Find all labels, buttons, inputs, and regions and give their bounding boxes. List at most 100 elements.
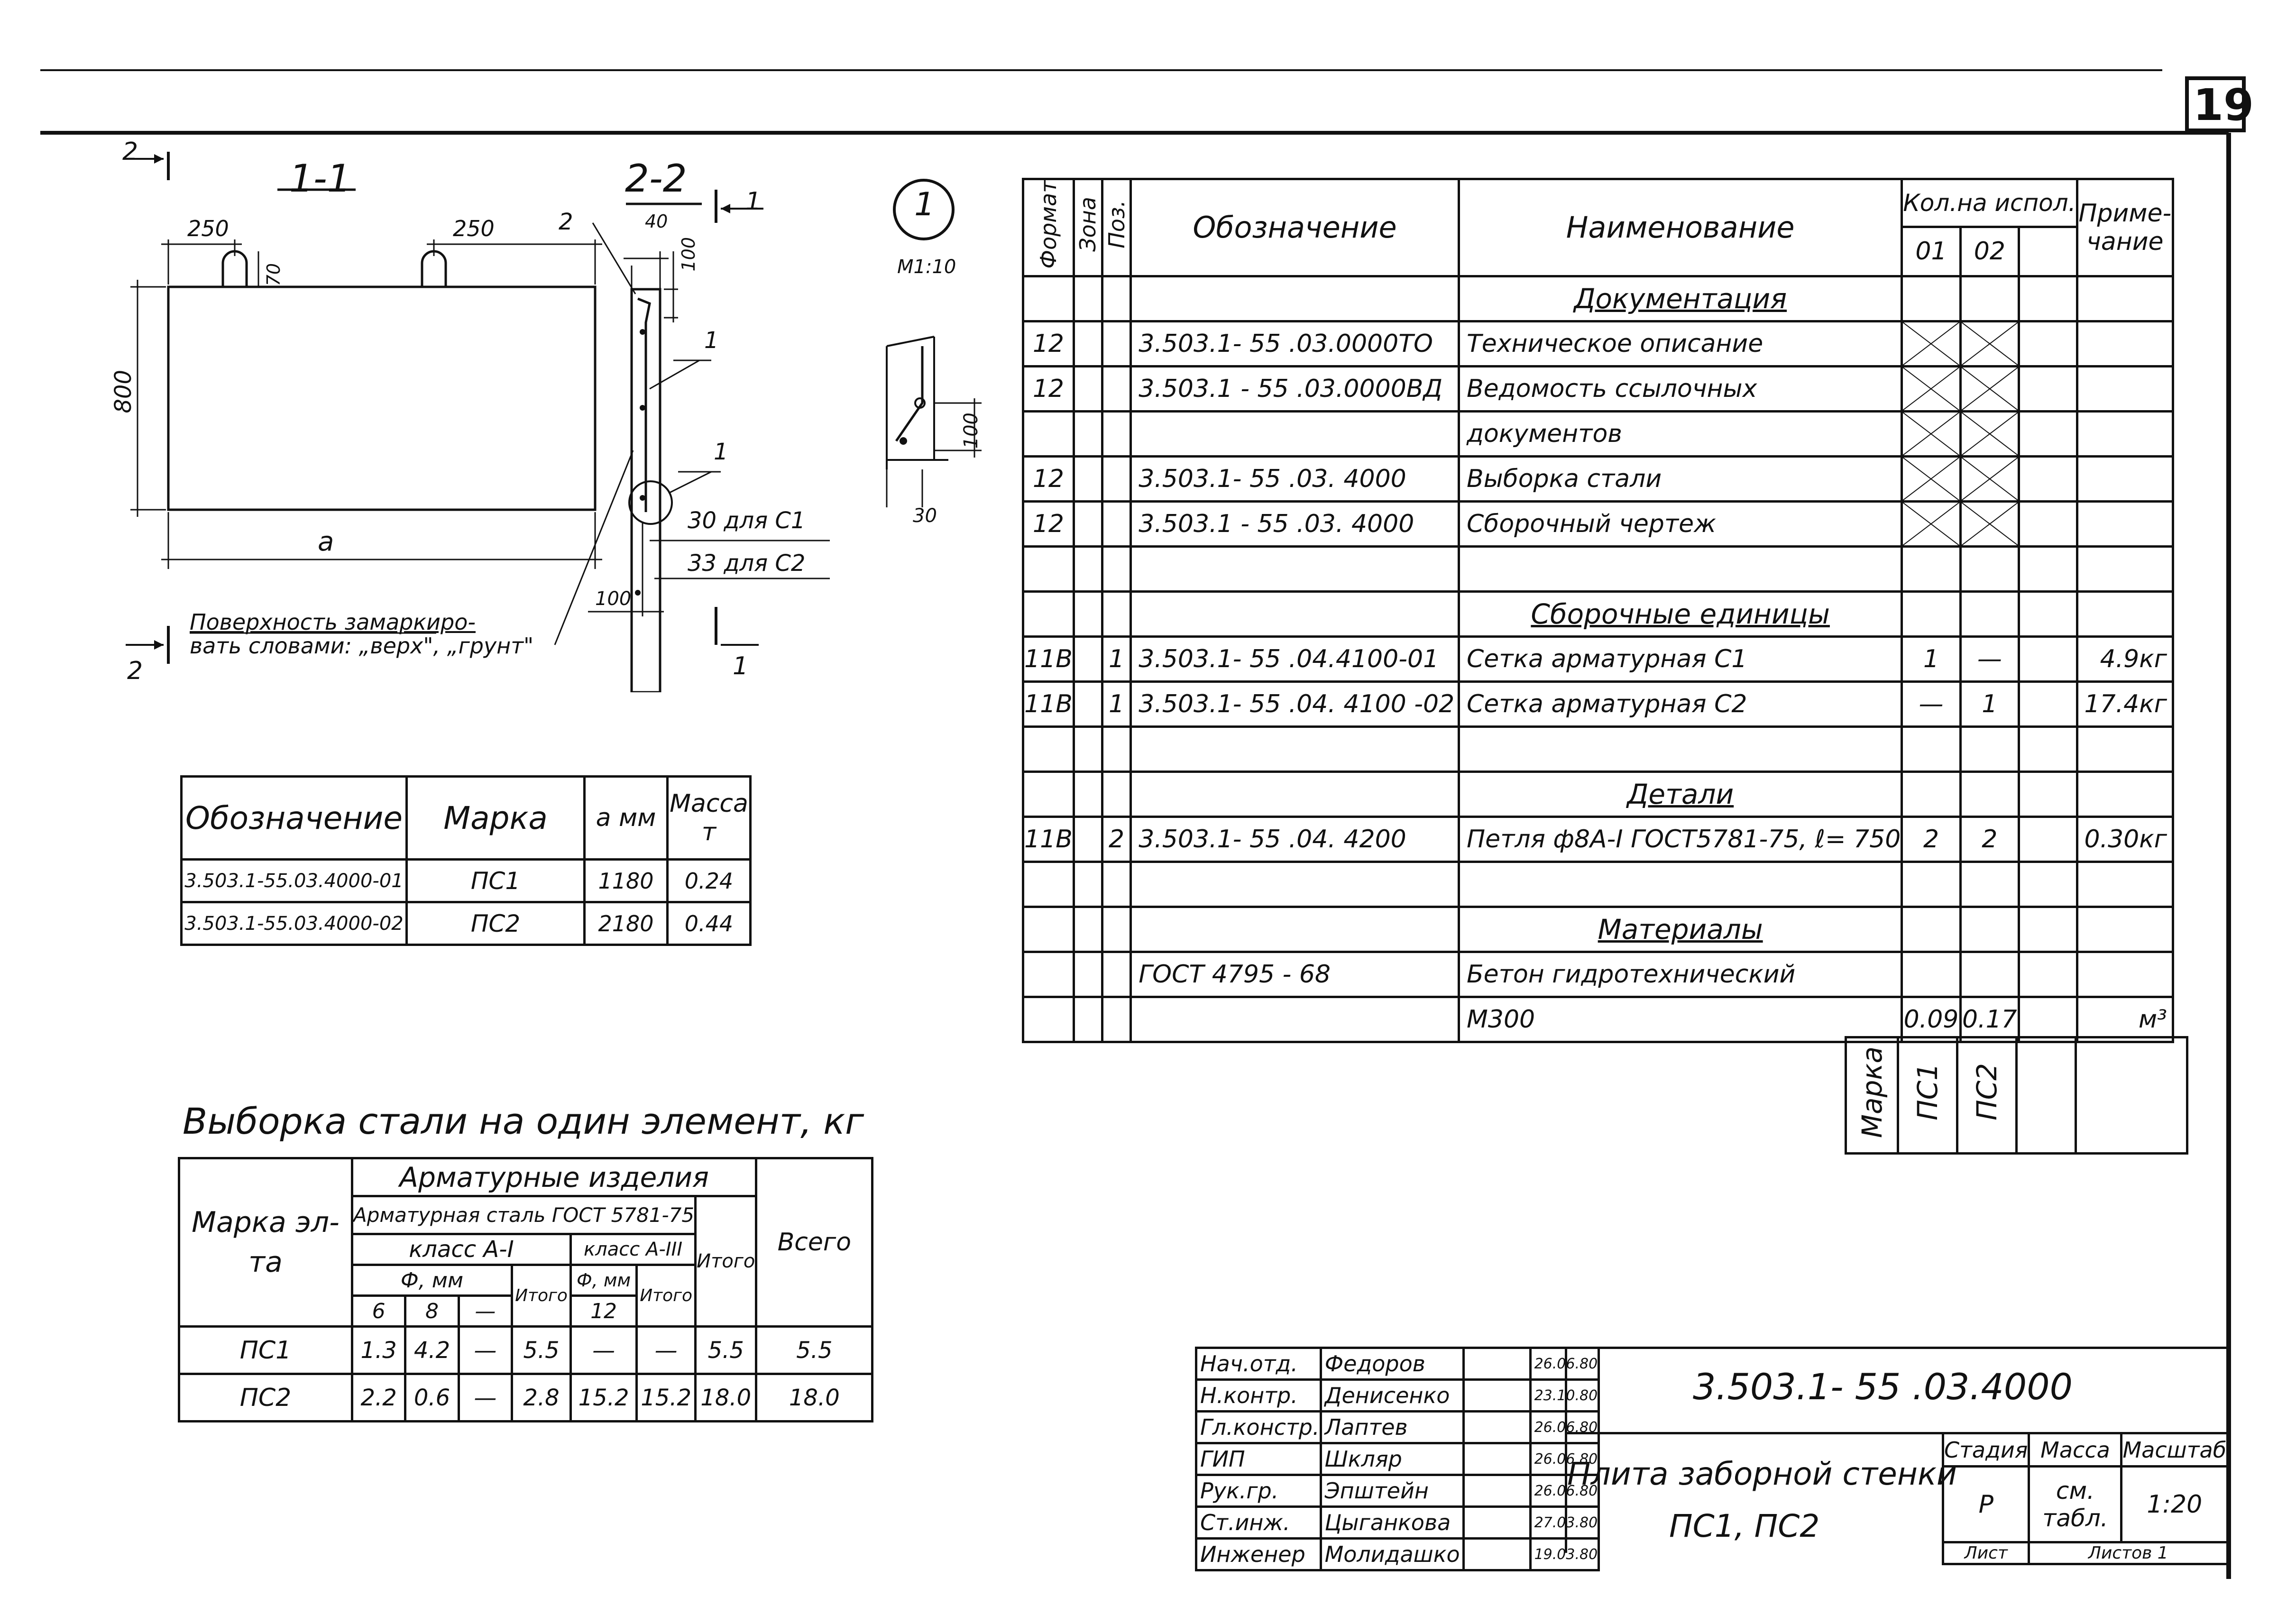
spec-qty-1: 2 (1901, 815, 1962, 863)
spec-format: 12 (1022, 500, 1075, 548)
spec-designation (1130, 410, 1460, 458)
signature-role: ГИП (1195, 1442, 1322, 1476)
signature-mark (1462, 1474, 1532, 1508)
spec-designation (1130, 905, 1460, 953)
spec-format (1022, 950, 1075, 998)
specification-table: Формат Зона Поз. Обозначение Наименовани… (1022, 177, 2175, 1043)
spec-note: 17.4кг (2076, 680, 2175, 728)
mass-row2-a: 2180 (583, 901, 669, 946)
signature-date: 23.10.80 (1529, 1378, 1600, 1413)
spec-name: Петля ф8А-I ГОСТ5781-75, ℓ= 750 (1457, 815, 1903, 863)
spec-designation: 3.503.1 - 55 .03.0000ВД (1130, 365, 1460, 413)
stage-values: Р см. табл. 1:20 (1941, 1465, 2229, 1543)
spec-format (1022, 410, 1075, 458)
header-qty-01: 01 (1901, 226, 1962, 277)
spec-subheader-row: 01 02 (1023, 226, 2173, 277)
steel-h-total1: Итого (511, 1264, 572, 1328)
spec-zone (1072, 950, 1103, 998)
sheet-row: Лист Листов 1 (1941, 1541, 2229, 1565)
spec-format: 11В (1022, 815, 1075, 863)
spec-designation (1130, 725, 1460, 773)
mass-row2-mark: ПС2 (405, 901, 586, 946)
section-1-1-title: 1-1 (289, 156, 351, 201)
node-1-number: 1 (914, 186, 935, 223)
callout-1-upper: 1 (704, 327, 719, 354)
spec-qty-1: 1 (1901, 635, 1962, 683)
mass-row1-mark: ПС1 (405, 858, 586, 903)
surface-note-line2: вать словами: „верх", „грунт" (190, 633, 534, 659)
spec-row (1022, 860, 2175, 908)
cut-label-2-top: 2 (122, 138, 138, 166)
steel-h-d8: 8 (404, 1294, 460, 1328)
steel-h-total3: Итого (635, 1264, 697, 1328)
spec-qty-1 (1901, 860, 1962, 908)
dim-250-right: 250 (453, 216, 495, 241)
spec-qty-1 (1901, 500, 1962, 548)
spec-row: документов (1022, 410, 2175, 458)
spec-qty-2: — (1959, 635, 2020, 683)
spec-row: Документация (1022, 275, 2175, 322)
steel-h-d6: 6 (350, 1294, 407, 1328)
spec-qty-2 (1959, 860, 2020, 908)
sheet-number: 19 (2193, 80, 2254, 130)
steel-h-items: Арматурные изделия (350, 1157, 758, 1197)
spec-name (1457, 545, 1903, 593)
dim-100-top: 100 (678, 237, 699, 276)
spec-qty-empty (2018, 500, 2078, 548)
spec-qty-empty (2018, 275, 2078, 322)
spec-pos: 2 (1101, 815, 1132, 863)
header-pos: Поз. (1103, 200, 1130, 249)
steel-h-mark: Марка эл-та (178, 1157, 353, 1328)
spec-zone (1072, 770, 1103, 818)
spec-designation: ГОСТ 4795 - 68 (1130, 950, 1460, 998)
steel-cell: 2.2 (350, 1373, 407, 1422)
spec-qty-2: 0.17 (1959, 995, 2020, 1043)
spec-qty-2 (1959, 365, 2020, 413)
spec-qty-2 (1959, 590, 2020, 638)
spec-designation: 3.503.1- 55 .03. 4000 (1130, 455, 1460, 503)
spec-name: Ведомость ссылочных (1457, 365, 1903, 413)
spec-qty-1 (1901, 545, 1962, 593)
cut-label-2-bottom: 2 (127, 657, 143, 685)
marks-ps1: ПС1 (1911, 1063, 1944, 1121)
stage-h: Стадия (1941, 1432, 2030, 1468)
title-line2: ПС1, ПС2 (1669, 1508, 1820, 1544)
header-qty-empty (2018, 226, 2078, 277)
spec-zone (1072, 365, 1103, 413)
spec-qty-2: 2 (1959, 815, 2020, 863)
header-note: Приме-чание (2076, 178, 2175, 277)
spec-qty-2 (1959, 500, 2020, 548)
dim-40: 40 (645, 211, 668, 232)
steel-cell: — (635, 1325, 697, 1375)
spec-zone (1072, 860, 1103, 908)
signature-mark (1462, 1442, 1532, 1476)
spec-designation: 3.503.1- 55 .04.4100-01 (1130, 635, 1460, 683)
spec-zone (1072, 500, 1103, 548)
steel-cell: — (569, 1325, 638, 1375)
spec-pos (1101, 500, 1132, 548)
spec-qty-empty (2018, 860, 2078, 908)
spec-name: Техническое описание (1457, 320, 1903, 367)
mass-row2-mass: 0.44 (666, 901, 752, 946)
spec-qty-empty (2018, 320, 2078, 367)
spec-name: Сборочный чертеж (1457, 500, 1903, 548)
mass-row: 3.503.1-55.03.4000-02 ПС2 2180 0.44 (180, 901, 752, 946)
spec-pos: 1 (1101, 680, 1132, 728)
signature-mark (1462, 1505, 1532, 1540)
spec-zone (1072, 545, 1103, 593)
spec-designation (1130, 995, 1460, 1043)
cut-label-1-bottom: 1 (733, 652, 749, 680)
spec-qty-1 (1901, 320, 1962, 367)
spec-qty-empty (2018, 815, 2078, 863)
spec-pos (1101, 725, 1132, 773)
dim-70-text: 70 (263, 263, 284, 286)
mass-h-a: a мм (583, 775, 669, 861)
marks-row: Марка ПС1 ПС2 (1845, 1036, 2188, 1155)
node-dim-100: 100 (960, 413, 982, 453)
